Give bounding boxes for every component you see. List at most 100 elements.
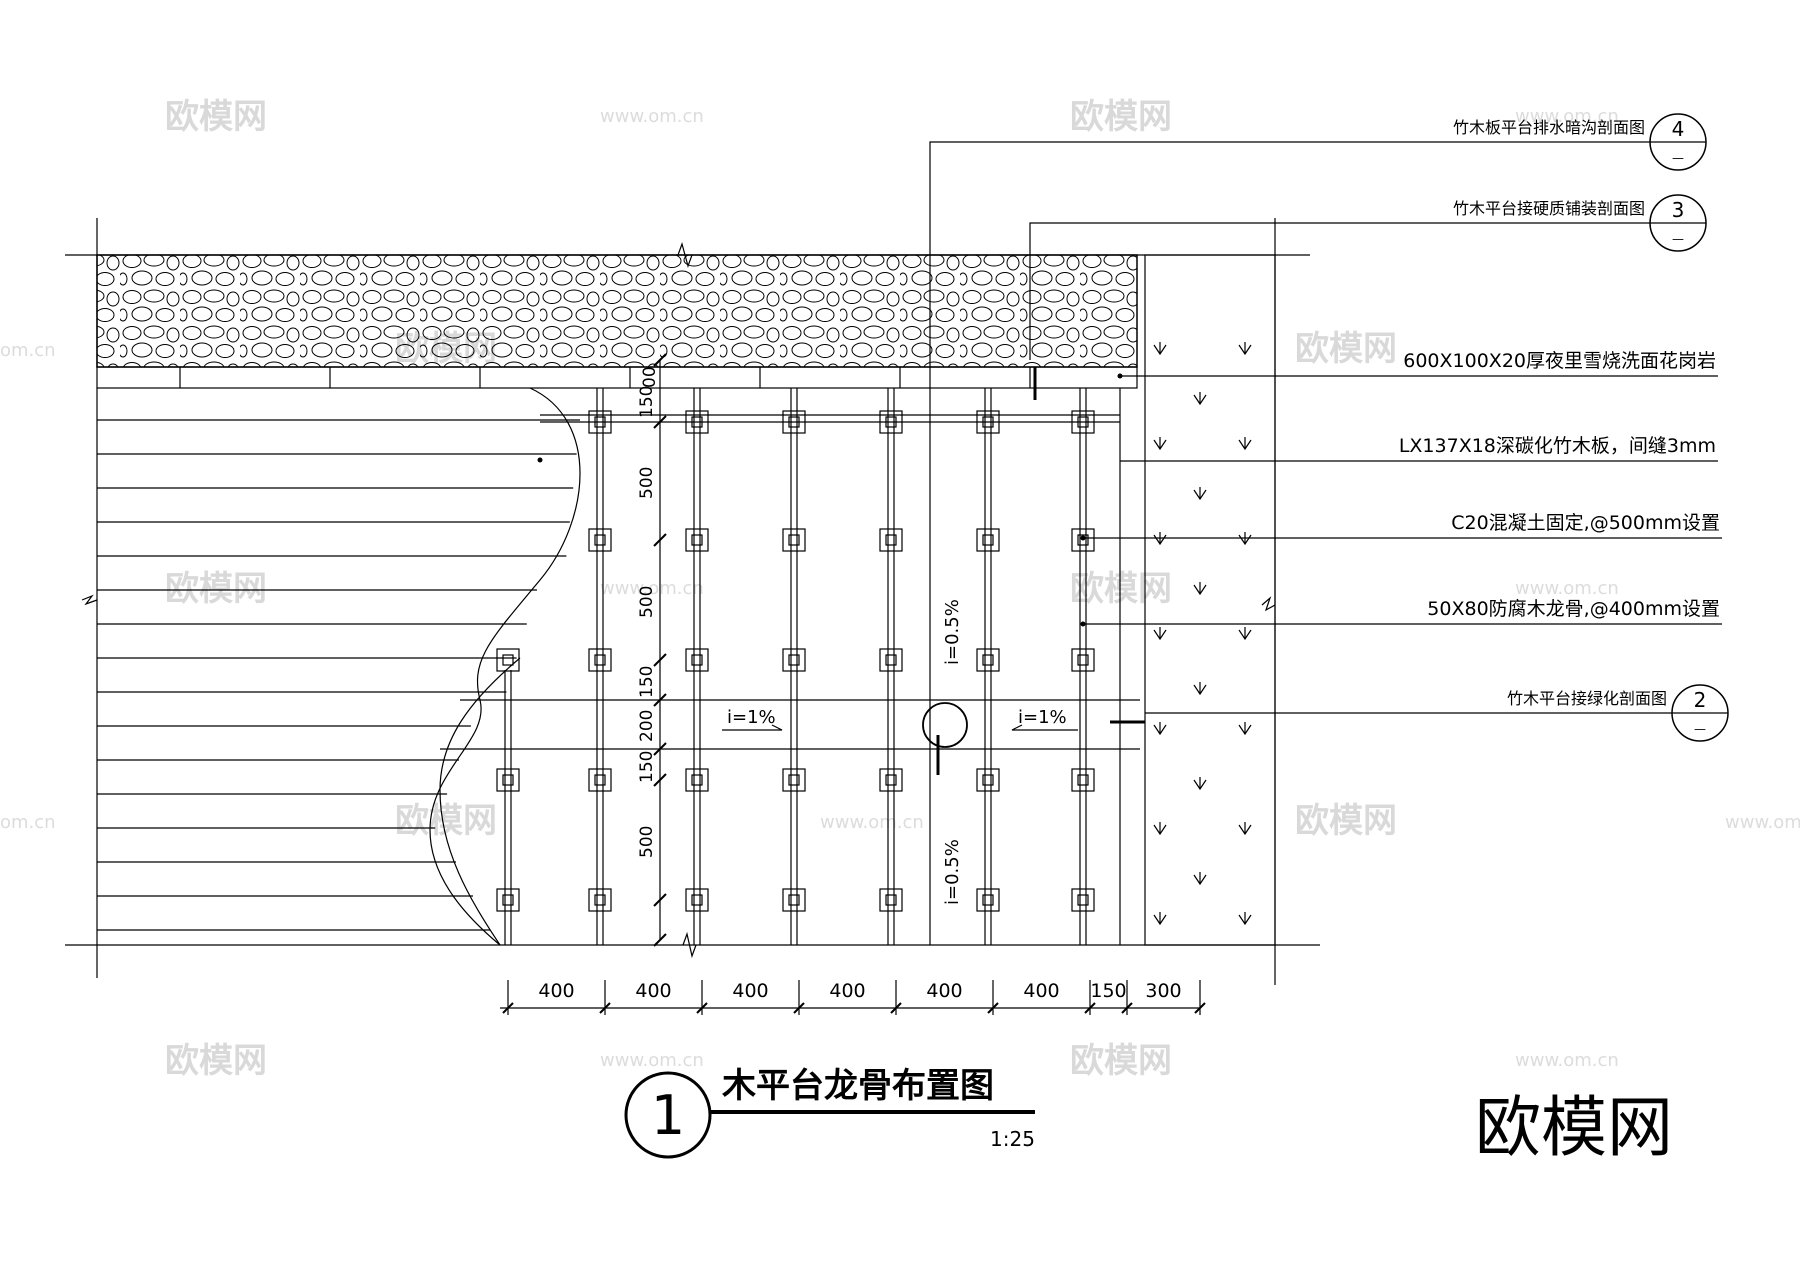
leader-callout-3: [1029, 222, 1650, 360]
hdim-label: 300: [1145, 980, 1181, 1002]
concrete-block-inner: [594, 894, 606, 906]
note-1-text: 600X100X20厚夜里雪烧洗面花岗岩: [1403, 350, 1716, 372]
callout-4-symbol: 4 —: [1649, 113, 1707, 171]
concrete-block: [496, 888, 520, 912]
planting-symbol: [1238, 342, 1252, 356]
concrete-block: [976, 648, 1000, 672]
callout-3-ref: 3: [1672, 198, 1685, 222]
planting-symbol: [1238, 627, 1252, 641]
concrete-block: [976, 888, 1000, 912]
hdim-tick: [1194, 1002, 1206, 1014]
deck-boards: [97, 419, 580, 931]
title-number-circle: [624, 1071, 712, 1159]
watermark-url: www.om.cn: [1515, 106, 1619, 127]
concrete-block: [685, 648, 709, 672]
vdim-tick: [653, 693, 667, 707]
vdim-tick: [653, 893, 667, 907]
concrete-block: [879, 648, 903, 672]
title-text: 木平台龙骨布置图: [721, 1066, 994, 1106]
concrete-block: [496, 648, 520, 672]
leader-callout-4: [929, 141, 1650, 945]
vdim-tick: [653, 742, 667, 756]
hdim-label: 150: [1090, 980, 1126, 1002]
vdim-top-note: 00: [640, 366, 660, 388]
note-3-dot: [1080, 535, 1086, 541]
concrete-block-inner: [691, 894, 703, 906]
callout-2-sub: —: [1694, 722, 1706, 736]
watermark-brand: 欧模网: [1070, 569, 1172, 609]
concrete-block-inner: [788, 774, 800, 786]
concrete-block-inner: [502, 654, 514, 666]
concrete-block: [1071, 648, 1095, 672]
concrete-block-inner: [691, 654, 703, 666]
planting-symbol: [1153, 437, 1167, 451]
break-mark-left: [81, 594, 98, 606]
concrete-block-inner: [885, 894, 897, 906]
gravel-strip: [96, 254, 1138, 368]
planting-symbol: [1153, 342, 1167, 356]
concrete-block: [588, 648, 612, 672]
planting-symbol: [1193, 392, 1207, 406]
vdim-label: 150: [637, 751, 657, 783]
concrete-block: [879, 528, 903, 552]
slope-left-arrow: [722, 724, 783, 731]
concrete-block: [976, 768, 1000, 792]
concrete-block: [588, 888, 612, 912]
granite-edge-strip: [96, 366, 1138, 389]
vdim-label: 500: [637, 826, 657, 858]
concrete-block-inner: [1077, 534, 1089, 546]
hdim-tick: [1121, 1002, 1133, 1014]
watermark-brand: 欧模网: [165, 569, 267, 609]
vdim-label: 150: [637, 666, 657, 698]
concrete-block-inner: [982, 534, 994, 546]
concrete-block-inner: [885, 654, 897, 666]
drain-outlet: [922, 702, 968, 748]
callout-3-text: 竹木平台接硬质铺装剖面图: [1453, 199, 1645, 218]
vdim-tick: [653, 353, 667, 367]
hdim-tick: [599, 1002, 611, 1014]
planting-symbol: [1238, 912, 1252, 926]
joist-layer: [496, 388, 1095, 945]
planting-symbol: [1153, 627, 1167, 641]
hdim-tick: [793, 1002, 805, 1014]
callout-2-text: 竹木平台接绿化剖面图: [1507, 689, 1667, 708]
hdim-label: 400: [1023, 980, 1059, 1002]
vdim-tick: [653, 653, 667, 667]
watermark-url-short: om.cn: [0, 812, 56, 833]
concrete-block: [782, 528, 806, 552]
concrete-block: [782, 648, 806, 672]
callout-4-ref: 4: [1672, 117, 1685, 141]
deck-curve-edge-2: [439, 657, 521, 946]
concrete-block-inner: [788, 894, 800, 906]
concrete-block-inner: [982, 774, 994, 786]
concrete-block: [685, 528, 709, 552]
vdim-tick: [653, 533, 667, 547]
watermark-brand: 欧模网: [1070, 97, 1172, 137]
vdim-label: 500: [637, 586, 657, 618]
callout-4-sub: —: [1672, 151, 1684, 165]
hdim-tick: [890, 1002, 902, 1014]
concrete-block-inner: [1077, 774, 1089, 786]
planting-symbols: [1153, 342, 1252, 926]
planting-symbol: [1193, 682, 1207, 696]
planting-symbol: [1238, 437, 1252, 451]
concrete-block-inner: [885, 774, 897, 786]
title-number: 1: [651, 1084, 685, 1147]
vdim-tick: [653, 415, 667, 429]
planting-symbol: [1153, 722, 1167, 736]
title-scale: 1:25: [990, 1127, 1035, 1151]
concrete-block: [588, 528, 612, 552]
watermark-brand: 欧模网: [165, 97, 267, 137]
hdim-label: 400: [732, 980, 768, 1002]
concrete-block: [685, 768, 709, 792]
planting-symbol: [1153, 912, 1167, 926]
watermark-url: www.om.cn: [600, 106, 704, 127]
note-2-text: LX137X18深碳化竹木板，间缝3mm: [1399, 435, 1716, 457]
callout-2-ref: 2: [1694, 688, 1707, 712]
concrete-block: [1071, 528, 1095, 552]
planting-symbol: [1238, 822, 1252, 836]
watermark-brand: 欧模网: [165, 1041, 267, 1081]
concrete-block-inner: [788, 534, 800, 546]
